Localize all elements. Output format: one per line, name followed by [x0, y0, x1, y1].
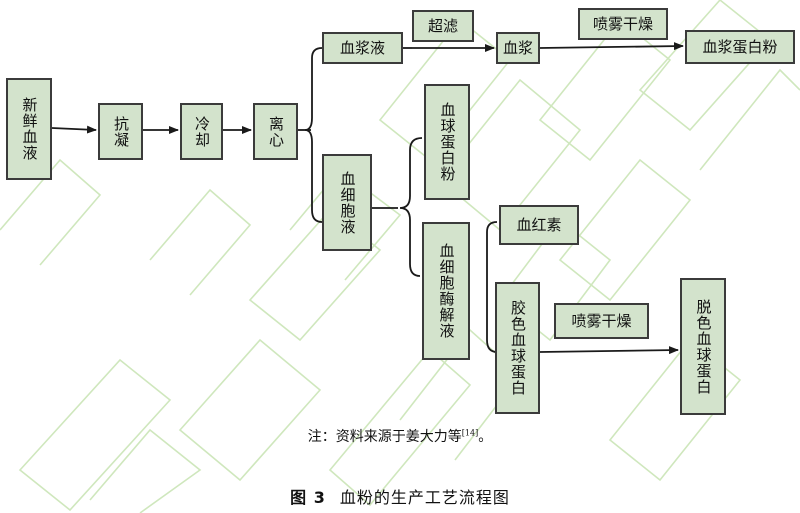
node-spray-dry-bottom: 喷雾干燥 [554, 303, 649, 339]
brace-cell-liquid [399, 137, 423, 277]
node-enzymatic-hydrolysate: 血细胞酶解液 [422, 222, 470, 360]
arrow-fresh-to-anticoag [51, 125, 97, 134]
node-fresh-blood: 新鲜血液 [6, 78, 52, 180]
node-anticoagulation: 抗凝 [98, 103, 143, 160]
node-ultrafiltration: 超滤 [412, 10, 474, 42]
node-blood-cell-liquid: 血细胞液 [322, 154, 372, 251]
node-plasma-protein-powder: 血浆蛋白粉 [685, 30, 795, 64]
arrow-to-decolored [539, 346, 679, 355]
node-spray-dry-top: 喷雾干燥 [578, 8, 668, 40]
reference-mark: [14] [461, 428, 479, 438]
figure-title: 血粉的生产工艺流程图 [339, 488, 510, 507]
node-globin-powder: 血球蛋白粉 [424, 84, 470, 200]
source-note: 注：资料来源于姜大力等[14]。 [307, 428, 493, 445]
node-pigmented-globin: 胶色血球蛋白 [495, 282, 540, 414]
brace-centrifuge [304, 47, 323, 223]
node-centrifuge: 离心 [253, 103, 298, 160]
node-cooling: 冷却 [180, 103, 223, 160]
node-hemoglobin: 血红素 [499, 205, 579, 245]
node-plasma: 血浆 [496, 32, 540, 64]
figure-caption: 图 3 血粉的生产工艺流程图 [0, 484, 800, 508]
arrow-plasma-to-powder [539, 42, 684, 51]
node-plasma-liquid: 血浆液 [322, 32, 403, 64]
figure-number: 图 3 [290, 488, 326, 507]
node-decolored-globin: 脱色血球蛋白 [680, 278, 726, 415]
